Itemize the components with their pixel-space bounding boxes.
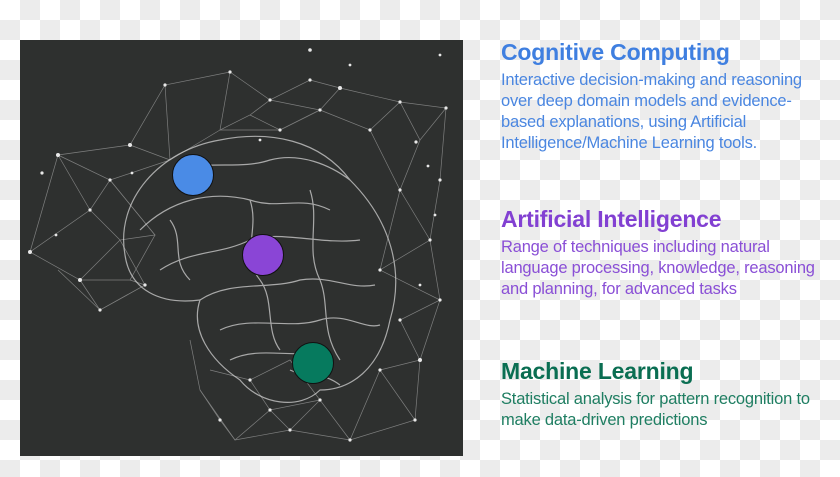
brain-network-graphic	[28, 48, 448, 442]
section-description: Statistical analysis for pattern recogni…	[501, 390, 810, 429]
marker-artificial-intelligence	[242, 234, 284, 276]
section-artificial-intelligence: Artificial Intelligence Range of techniq…	[501, 205, 831, 300]
section-title: Cognitive Computing	[501, 39, 730, 65]
section-title: Artificial Intelligence	[501, 206, 722, 232]
section-title: Machine Learning	[501, 358, 694, 384]
section-machine-learning: Machine Learning Statistical analysis fo…	[501, 357, 831, 431]
section-description: Range of techniques including natural la…	[501, 238, 815, 298]
marker-cognitive-computing	[172, 154, 214, 196]
marker-machine-learning	[292, 342, 334, 384]
brain-illustration	[20, 40, 463, 456]
section-description: Interactive decision-making and reasonin…	[501, 71, 802, 152]
section-cognitive-computing: Cognitive Computing Interactive decision…	[501, 38, 831, 154]
